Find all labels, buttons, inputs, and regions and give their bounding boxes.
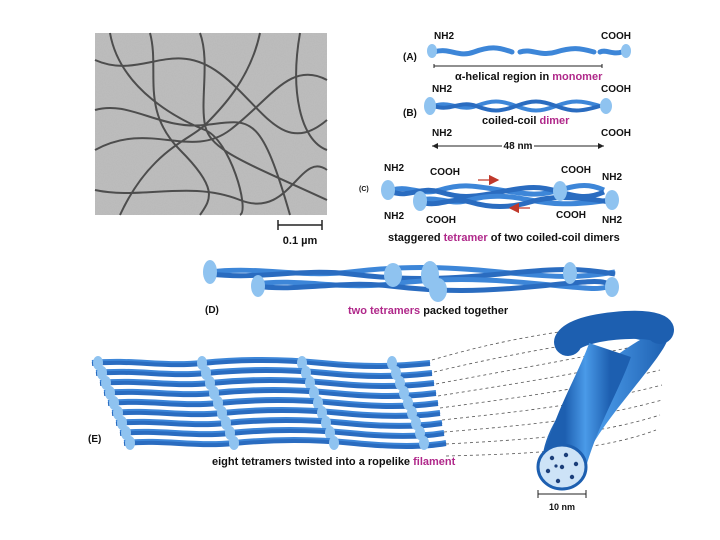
tetramer-strand [115, 419, 443, 429]
panel-d: (D) two tetramers packed together [203, 260, 619, 317]
tetramer-strand [123, 439, 447, 449]
panel-c: (C) NH2 COOH COOH NH2 NH2 COOH COOH NH2 … [359, 163, 622, 244]
panel-b-label: (B) [403, 108, 417, 119]
ropelike-filament [536, 310, 674, 491]
tetramer-strand [111, 409, 441, 419]
panel-b-cooh-bottom: COOH [601, 128, 631, 139]
panel-c-top-cooh-left: COOH [430, 167, 460, 178]
panel-b-nh2: NH2 [432, 84, 452, 95]
panel-a: (A) NH2 COOH α-helical region in monomer [403, 31, 631, 83]
filament-diameter: 10 nm [549, 502, 575, 512]
panel-d-label: (D) [205, 305, 219, 316]
panel-e-caption: eight tetramers twisted into a ropelike … [212, 456, 456, 468]
panel-a-caption: α-helical region in monomer [455, 71, 603, 83]
panel-c-bottom-cooh-left: COOH [426, 215, 456, 226]
tetramer-strand [119, 429, 445, 439]
tetramer-head-domain [229, 436, 239, 450]
panel-c-bottom-nh2-right: NH2 [602, 215, 622, 226]
monomer-helix [431, 45, 625, 57]
panel-a-label: (A) [403, 52, 417, 63]
monomer-head [427, 44, 437, 58]
panel-c-label: (C) [359, 186, 369, 193]
panel-c-caption: staggered tetramer of two coiled-coil di… [388, 232, 620, 244]
panel-b-length: 48 nm [504, 141, 533, 152]
tetramer-strand [91, 359, 431, 369]
scale-bar-label: 0.1 µm [283, 235, 318, 247]
panel-e-label: (E) [88, 434, 101, 445]
panel-b: (B) NH2 COOH coiled-coil dimer NH2 COOH … [403, 84, 631, 152]
filament-strands [94, 32, 328, 216]
panel-c-top-nh2-right: NH2 [602, 172, 622, 183]
tetramer-strand [99, 379, 435, 389]
panel-b-nh2-bottom: NH2 [432, 128, 452, 139]
panel-c-bottom-nh2-left: NH2 [384, 211, 404, 222]
tetramer-strand [95, 369, 433, 379]
tetramer-head-domain [125, 436, 135, 450]
tetramer-strand [107, 399, 439, 409]
panel-c-top-cooh-right: COOH [561, 165, 591, 176]
panel-b-cooh: COOH [601, 84, 631, 95]
panel-a-nh2: NH2 [434, 31, 454, 42]
dimer-tail [600, 98, 612, 114]
panel-b-caption: coiled-coil dimer [482, 115, 570, 127]
panel-a-cooh: COOH [601, 31, 631, 42]
tetramer-head-domain [329, 436, 339, 450]
tetramer-head-domain [419, 436, 429, 450]
panel-c-bottom-cooh-right: COOH [556, 210, 586, 221]
tetramer-strand [103, 389, 437, 399]
tetramer-sheet [91, 356, 447, 450]
panel-e: 10 nm (E) eight tetramers twisted into a… [88, 310, 674, 512]
electron-micrograph [94, 32, 328, 216]
micrograph-scale-bar: 0.1 µm [277, 220, 323, 247]
panel-c-top-nh2-left: NH2 [384, 163, 404, 174]
dimer-head [424, 97, 436, 115]
panel-d-caption: two tetramers packed together [348, 305, 509, 317]
monomer-tail [621, 44, 631, 58]
